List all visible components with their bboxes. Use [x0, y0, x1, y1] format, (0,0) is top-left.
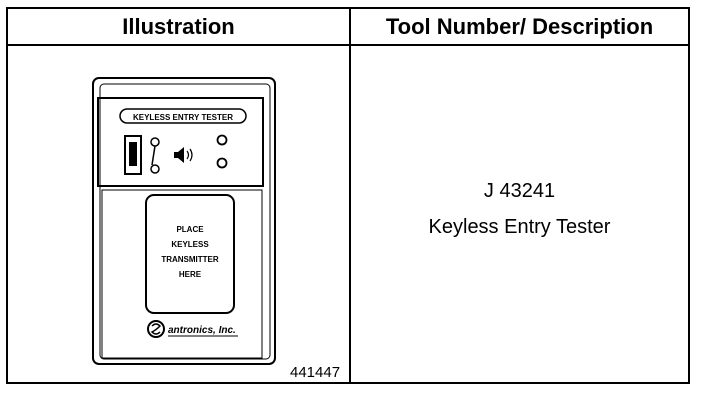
window-line-3: TRANSMITTER: [161, 255, 219, 264]
speaker-icon: [174, 147, 193, 163]
tool-number: J 43241: [483, 180, 556, 202]
header-illustration: Illustration: [122, 13, 235, 39]
window-line-4: HERE: [179, 270, 202, 279]
tool-description-cell: J 43241 Keyless Entry Tester: [351, 46, 688, 382]
column-divider: [349, 9, 351, 382]
panel-label-pill: [119, 108, 247, 124]
switch-terminal-bottom: [150, 164, 160, 174]
tool-description: Keyless Entry Tester: [428, 216, 611, 238]
window-line-2: KEYLESS: [171, 240, 209, 249]
header-divider: [8, 44, 688, 46]
window-line-1: PLACE: [176, 225, 204, 234]
figure-number: 441447: [290, 364, 341, 381]
brand-logo-icon: [147, 320, 165, 338]
indicator-led-bottom: [216, 157, 228, 169]
control-panel: [97, 97, 264, 187]
device-body-inner-edge: [99, 83, 271, 360]
brand-name: antronics, Inc.: [168, 325, 236, 336]
indicator-led-top: [216, 134, 228, 146]
tool-table: Illustration Tool Number/ Description J …: [6, 7, 690, 384]
header-tool-description: Tool Number/ Description: [385, 13, 654, 39]
switch-lever: [151, 145, 156, 166]
panel-label: KEYLESS ENTRY TESTER: [133, 113, 233, 122]
keyless-entry-tester-illustration: KEYLESS ENTRY TESTER PLACE KEYLESS TRANS…: [92, 77, 276, 365]
transmitter-window: [145, 194, 235, 314]
slide-switch-knob: [129, 142, 137, 166]
lower-section: [101, 189, 263, 359]
